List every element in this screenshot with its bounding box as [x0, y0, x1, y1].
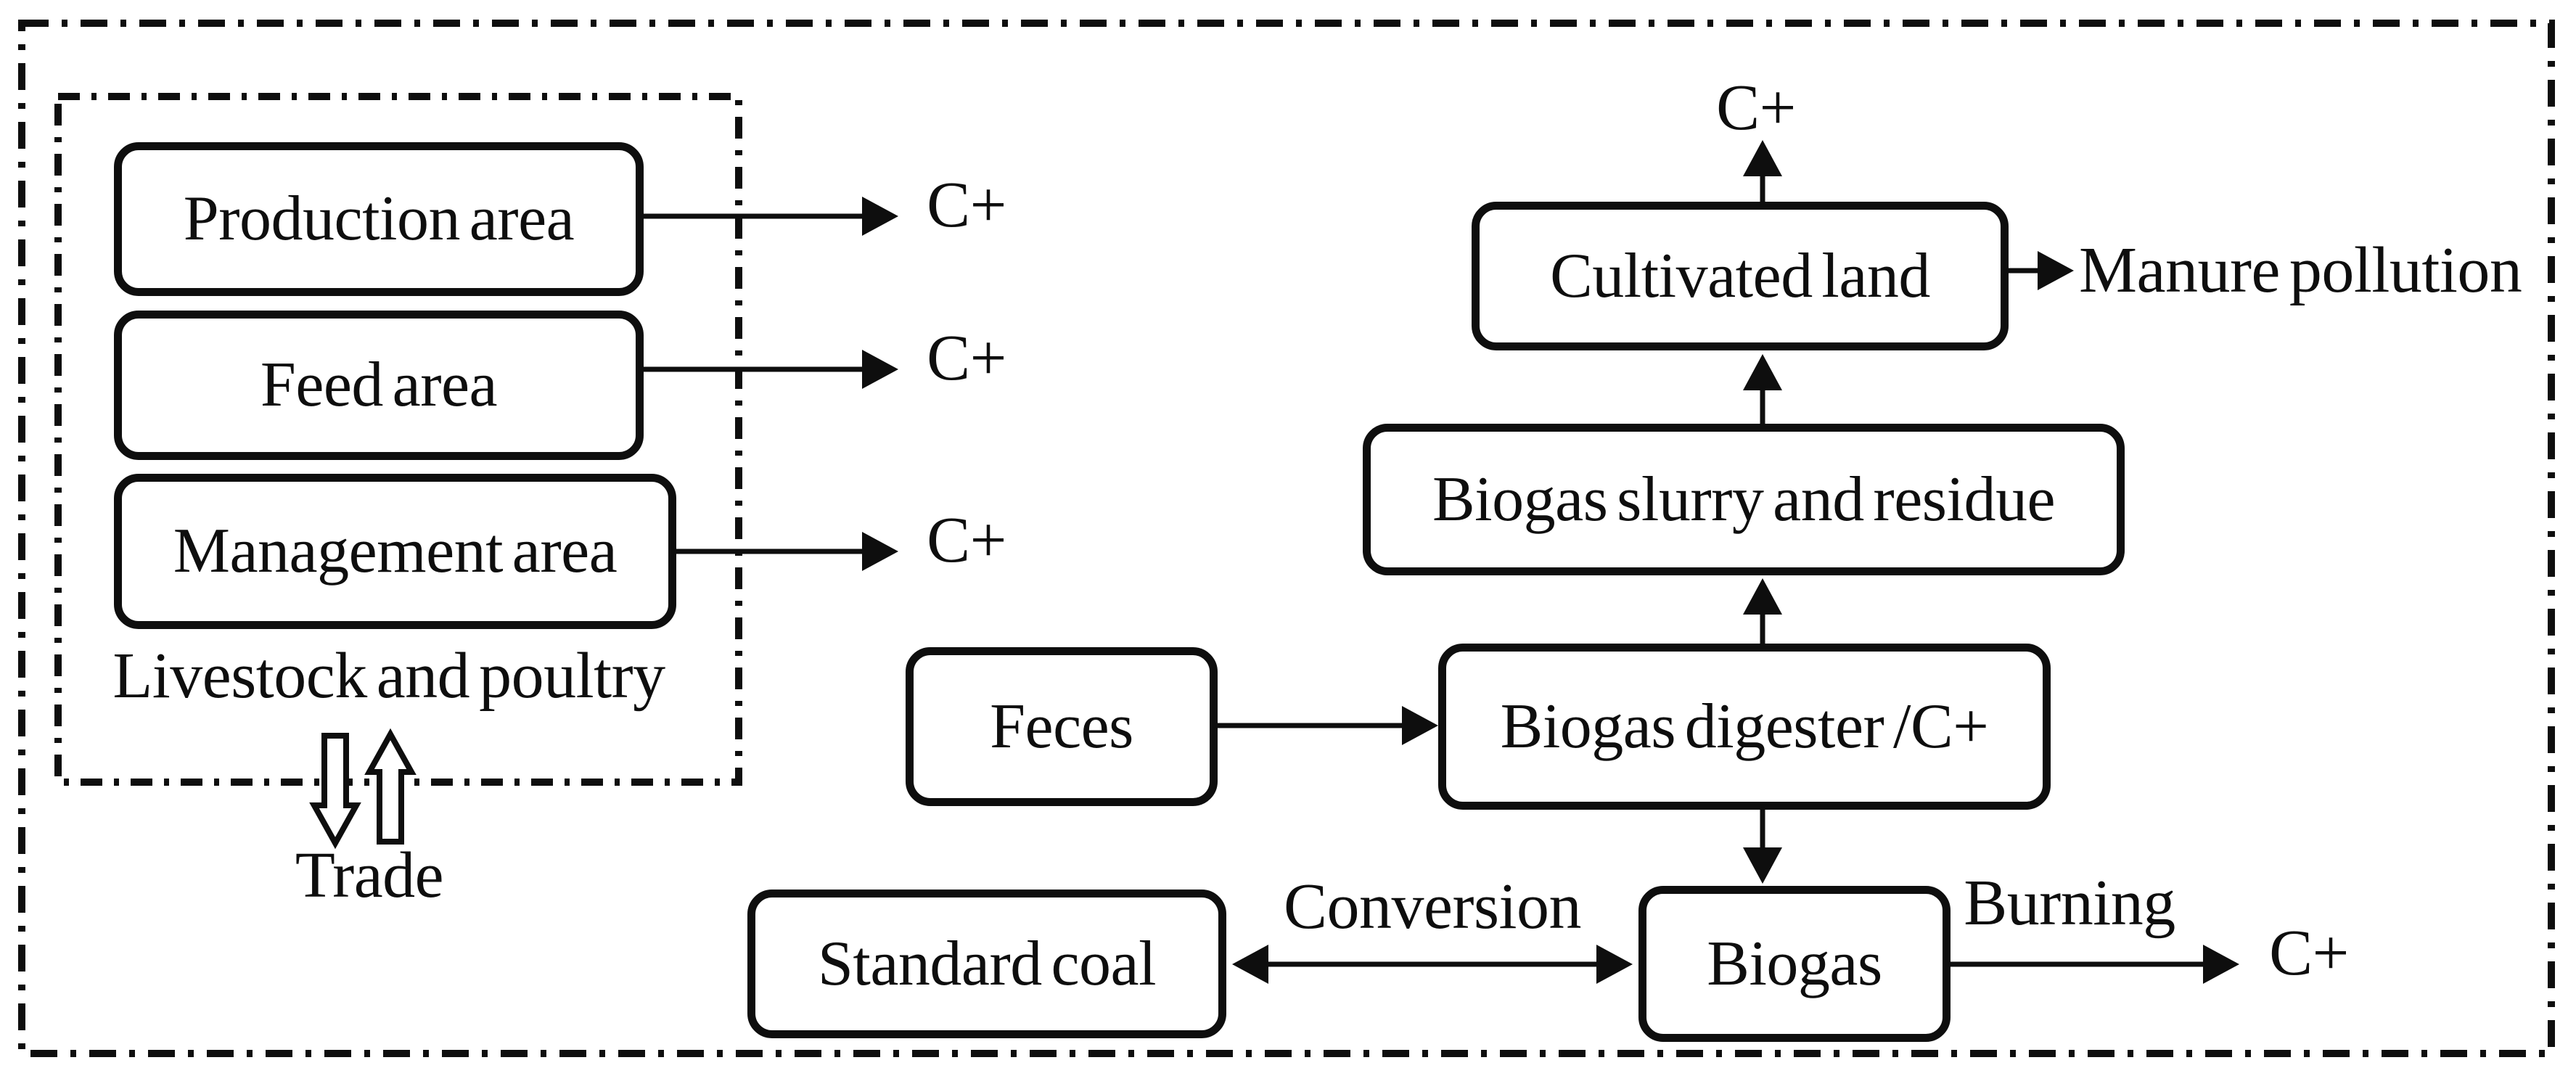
node-standard-coal: Standard coal	[747, 890, 1226, 1038]
arrow-burning-head	[2203, 945, 2239, 984]
node-feed-area-label: Feed area	[260, 350, 498, 420]
node-cultivated-land: Cultivated land	[1472, 202, 2009, 350]
arrow-cultivated-to-manure-head	[2038, 251, 2074, 290]
node-cultivated-land-label: Cultivated land	[1550, 240, 1930, 311]
node-feces: Feces	[906, 647, 1218, 806]
node-standard-coal-label: Standard coal	[817, 928, 1157, 999]
node-production-area-label: Production area	[183, 184, 575, 254]
node-biogas-label: Biogas	[1707, 928, 1882, 999]
label-conversion: Conversion	[1284, 871, 1581, 942]
label-c-plus-cultivated: C+	[1716, 72, 1796, 144]
node-biogas-digester-label: Biogas digester /C+	[1500, 691, 1989, 762]
label-trade: Trade	[295, 839, 444, 911]
arrow-conversion-right-head	[1596, 945, 1633, 984]
node-biogas-slurry-label: Biogas slurry and residue	[1432, 464, 2056, 535]
arrow-feed-to-c-head	[862, 350, 898, 389]
arrow-cultivated-to-c-head	[1743, 140, 1782, 176]
trade-down-arrow-icon	[309, 733, 361, 850]
label-manure-pollution: Manure pollution	[2079, 234, 2522, 306]
node-feed-area: Feed area	[114, 311, 644, 460]
node-feces-label: Feces	[990, 691, 1133, 762]
arrow-digester-to-biogas-head	[1743, 847, 1782, 884]
arrow-digester-to-slurry-head	[1743, 578, 1782, 615]
label-c-plus-management: C+	[927, 504, 1006, 576]
arrow-slurry-to-cultivated-head	[1743, 354, 1782, 390]
node-management-area: Management area	[114, 474, 676, 629]
arrow-management-to-c-head	[862, 532, 898, 571]
node-biogas: Biogas	[1638, 886, 1951, 1042]
label-c-plus-burning: C+	[2269, 917, 2349, 989]
trade-up-arrow-icon	[364, 728, 417, 845]
label-livestock-and-poultry: Livestock and poultry	[112, 640, 665, 712]
arrow-production-to-c-head	[862, 197, 898, 236]
outer-boundary-dashdot-border	[18, 20, 2555, 1057]
node-biogas-slurry: Biogas slurry and residue	[1363, 424, 2125, 575]
label-c-plus-production: C+	[927, 169, 1006, 241]
label-burning: Burning	[1964, 867, 2175, 939]
node-biogas-digester: Biogas digester /C+	[1438, 644, 2051, 810]
node-production-area: Production area	[114, 142, 644, 296]
arrow-conversion-left-head	[1232, 945, 1268, 984]
arrow-feces-to-digester-head	[1402, 706, 1438, 745]
label-c-plus-feed: C+	[927, 322, 1006, 394]
node-management-area-label: Management area	[173, 516, 618, 586]
